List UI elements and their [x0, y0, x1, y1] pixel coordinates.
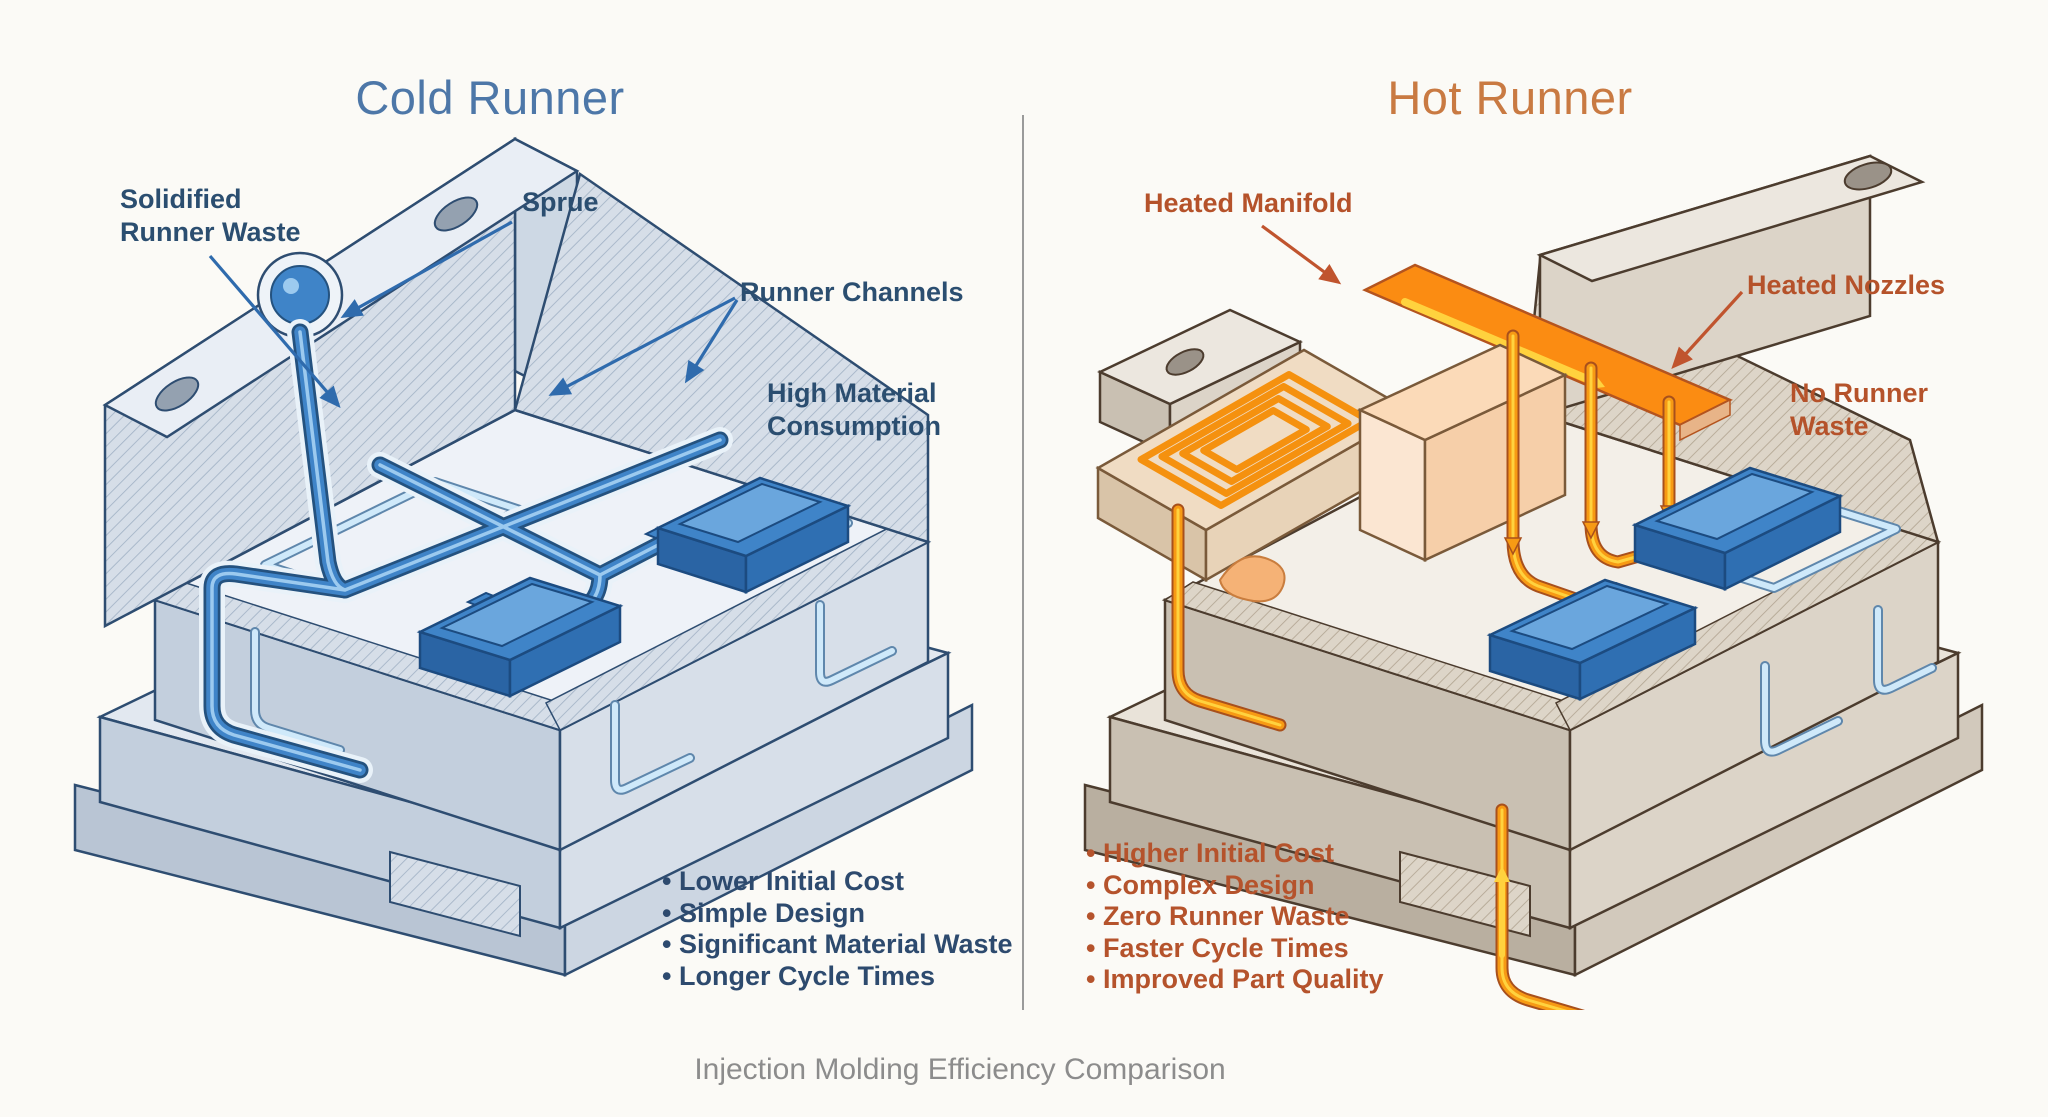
cold-runner-bullet-list: Lower Initial Cost Simple Design Signifi… — [662, 866, 1013, 992]
cold-runner-title: Cold Runner — [355, 71, 625, 124]
bullet-item: Significant Material Waste — [662, 929, 1013, 961]
bullet-item: Faster Cycle Times — [1086, 933, 1384, 965]
hot-runner-title: Hot Runner — [1387, 71, 1633, 124]
heated-insert-shape — [1218, 555, 1286, 603]
bullet-item: Simple Design — [662, 898, 1013, 930]
guide-pin-hole-icon — [1843, 161, 1893, 191]
molded-part — [1486, 578, 1699, 701]
figure-caption: Injection Molding Efficiency Comparison — [694, 1053, 1226, 1086]
molded-part — [416, 576, 624, 699]
guide-pin-hole-icon — [1165, 348, 1205, 376]
callout-heated-manifold: Heated Manifold — [1144, 188, 1353, 218]
melt-arrow-icon — [1581, 521, 1601, 540]
melt-up-arrow-icon — [1494, 866, 1510, 882]
hot-runner-bullet-list: Higher Initial Cost Complex Design Zero … — [1086, 838, 1384, 996]
panel-divider — [1022, 115, 1024, 1010]
callout-sprue: Sprue — [522, 187, 599, 217]
bullet-item: Zero Runner Waste — [1086, 901, 1384, 933]
bullet-item: Complex Design — [1086, 870, 1384, 902]
heated-manifold-strip — [1362, 263, 1733, 442]
callout-solidified-runner-waste: Solidified Runner Waste — [120, 184, 301, 247]
molded-part — [643, 476, 852, 595]
molded-part — [1631, 466, 1844, 592]
callout-runner-channels: Runner Channels — [740, 277, 964, 307]
callout-high-material-consumption: High Material Consumption — [767, 378, 941, 441]
hot-runner-mold-illustration — [1083, 154, 1984, 1010]
bullet-item: Improved Part Quality — [1086, 964, 1384, 996]
melt-arrow-icon — [1503, 537, 1523, 556]
bullet-item: Higher Initial Cost — [1086, 838, 1384, 870]
callout-heated-nozzles: Heated Nozzles — [1747, 270, 1946, 300]
bullet-item: Lower Initial Cost — [662, 866, 1013, 898]
bullet-item: Longer Cycle Times — [662, 961, 1013, 993]
callout-no-runner-waste: No Runner Waste — [1790, 378, 1928, 441]
